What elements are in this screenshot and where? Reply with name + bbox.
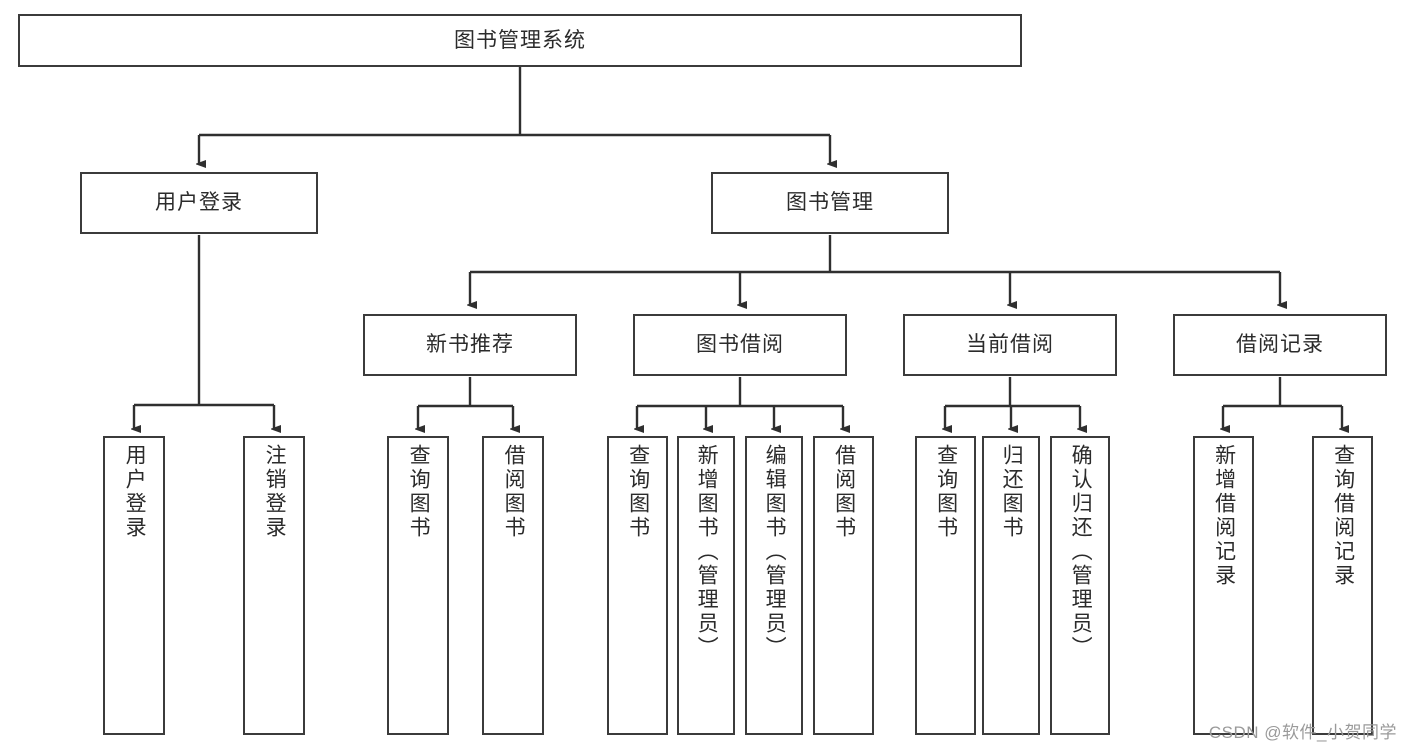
leaf-query-book-recommend[interactable]: 查询图书	[387, 436, 449, 735]
leaf-borrow-book-recommend[interactable]: 借阅图书	[482, 436, 544, 735]
node-label: 编辑图书（管理员）	[763, 444, 787, 660]
csdn-watermark: CSDN @软件_小贺同学	[1208, 723, 1397, 742]
node-book-management[interactable]: 图书管理	[711, 172, 949, 234]
node-label: 查询借阅记录	[1331, 444, 1355, 588]
leaf-add-book-admin[interactable]: 新增图书（管理员）	[677, 436, 735, 735]
node-label: 确认归还（管理员）	[1069, 444, 1093, 660]
leaf-return-book[interactable]: 归还图书	[982, 436, 1040, 735]
node-new-book-recommend[interactable]: 新书推荐	[363, 314, 577, 376]
leaf-confirm-return-admin[interactable]: 确认归还（管理员）	[1050, 436, 1110, 735]
leaf-borrow-book[interactable]: 借阅图书	[813, 436, 874, 735]
leaf-user-logout[interactable]: 注销登录	[243, 436, 305, 735]
node-label: 图书管理系统	[454, 28, 586, 52]
node-label: 图书借阅	[696, 333, 784, 357]
leaf-query-book-current[interactable]: 查询图书	[915, 436, 976, 735]
node-label: 用户登录	[155, 191, 243, 215]
node-label: 借阅记录	[1236, 333, 1324, 357]
leaf-query-book-borrow[interactable]: 查询图书	[607, 436, 668, 735]
node-label: 新增图书（管理员）	[695, 444, 719, 660]
node-label: 新书推荐	[426, 333, 514, 357]
node-label: 查询图书	[407, 444, 431, 540]
node-label: 注销登录	[263, 444, 287, 540]
leaf-user-login[interactable]: 用户登录	[103, 436, 165, 735]
leaf-add-borrow-record[interactable]: 新增借阅记录	[1193, 436, 1254, 735]
node-label: 当前借阅	[966, 333, 1054, 357]
leaf-edit-book-admin[interactable]: 编辑图书（管理员）	[745, 436, 803, 735]
leaf-query-borrow-record[interactable]: 查询借阅记录	[1312, 436, 1373, 735]
node-label: 图书管理	[786, 191, 874, 215]
node-label: 新增借阅记录	[1212, 444, 1236, 588]
node-label: 查询图书	[626, 444, 650, 540]
node-root-system[interactable]: 图书管理系统	[18, 14, 1022, 67]
node-label: 借阅图书	[502, 444, 526, 540]
node-label: 归还图书	[1000, 444, 1024, 540]
node-label: 用户登录	[123, 444, 147, 540]
node-book-borrow[interactable]: 图书借阅	[633, 314, 847, 376]
node-borrow-record[interactable]: 借阅记录	[1173, 314, 1387, 376]
node-user-login[interactable]: 用户登录	[80, 172, 318, 234]
node-label: 查询图书	[934, 444, 958, 540]
node-current-borrow[interactable]: 当前借阅	[903, 314, 1117, 376]
node-label: 借阅图书	[832, 444, 856, 540]
